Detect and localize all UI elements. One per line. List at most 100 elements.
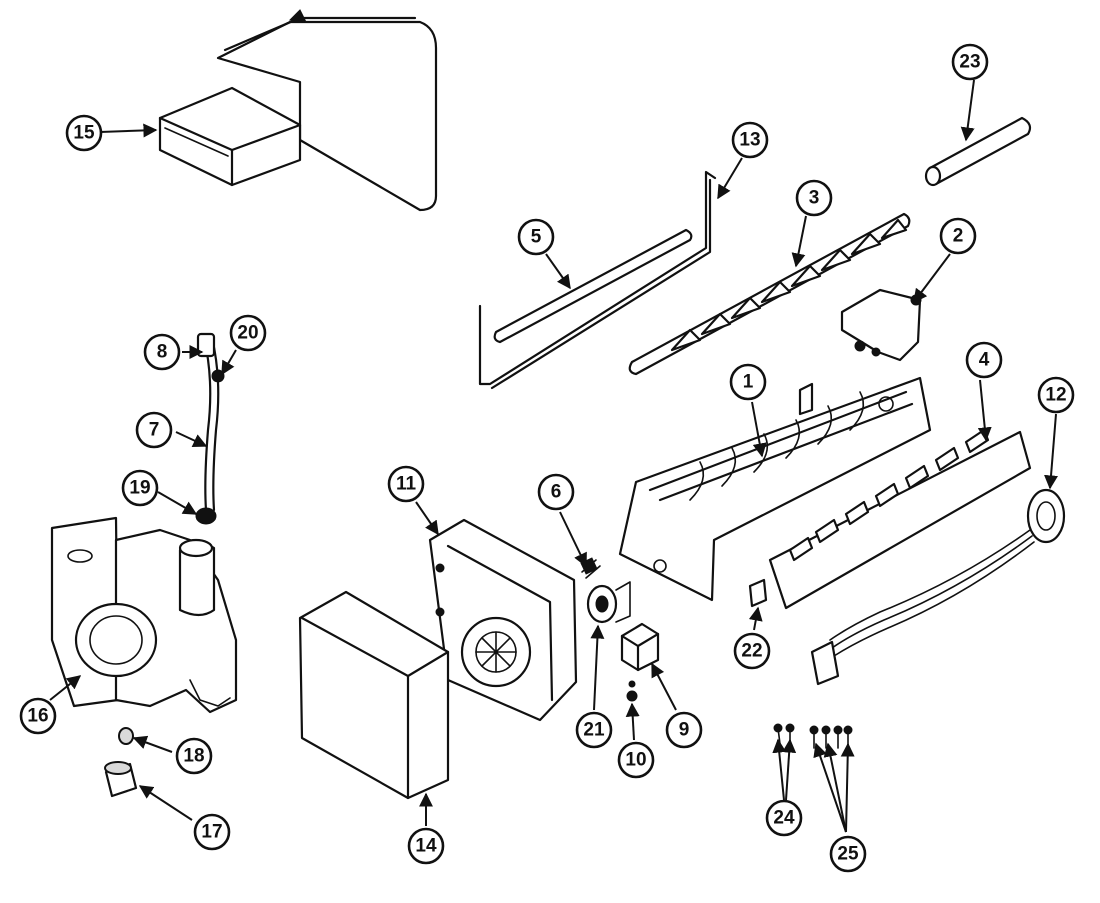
leader-13 [717,157,743,200]
callout-11-label: 11 [396,474,417,495]
part-3-ejector [628,212,911,376]
leader-6 [559,511,587,568]
leader-21 [590,624,605,711]
callout-7-label: 7 [149,420,160,441]
part-17-sleeve [104,761,138,798]
callout-15-label: 15 [73,123,95,144]
part-19-nut [195,507,217,525]
callout-17: 17 [193,813,231,851]
callout-10: 10 [617,741,655,779]
callout-18: 18 [175,737,213,775]
callout-1: 1 [729,363,767,401]
callout-3: 3 [795,179,833,217]
callout-6-label: 6 [551,482,562,503]
part-20-clamp [211,369,225,383]
callout-2: 2 [939,217,977,255]
leader-19 [157,491,198,515]
callout-17-label: 17 [201,822,222,843]
leader-16 [49,675,82,701]
callout-12-label: 12 [1045,385,1066,406]
leader-25b [823,742,847,833]
callout-14-label: 14 [415,836,437,857]
leader-20 [221,349,237,376]
part-18-nut [118,727,134,745]
callout-14: 14 [407,827,445,865]
callout-13-label: 13 [739,130,760,151]
leader-17 [138,785,193,821]
callout-25-label: 25 [837,844,859,865]
callout-18-label: 18 [183,746,204,767]
part-23-fill-tube [924,116,1032,187]
leader-4 [977,379,992,442]
callout-4: 4 [965,341,1003,379]
part-11-housing [428,518,578,722]
leader-9 [651,662,677,711]
leader-23 [960,79,975,142]
part-1-mold [618,376,932,602]
callout-23-label: 23 [959,52,980,73]
callout-1-label: 1 [743,372,754,393]
callout-6: 6 [537,473,575,511]
part-9-thermostat [620,622,660,672]
callout-21-label: 21 [583,720,605,741]
leader-24b [782,738,797,801]
leader-1 [751,401,767,458]
callout-12: 12 [1037,376,1075,414]
part-13-shutoff-arm [478,170,717,390]
callout-19-label: 19 [129,478,150,499]
part-4-stripper [768,428,1032,610]
part-12-wire-harness [810,488,1066,686]
part-22-clip [748,578,768,608]
part-16-water-valve [50,516,238,714]
part-25-screws [809,725,853,749]
callout-4-label: 4 [979,350,990,371]
leader-lines [49,79,1058,833]
part-10-screw [626,680,638,702]
callout-16: 16 [19,697,57,735]
callout-21: 21 [575,711,613,749]
callout-5-label: 5 [531,227,542,248]
leader-18 [132,735,173,753]
callout-5: 5 [517,218,555,256]
callout-13: 13 [731,121,769,159]
callout-23: 23 [951,43,989,81]
callout-22-label: 22 [741,641,762,662]
callout-10-label: 10 [625,750,646,771]
callout-20: 20 [229,314,267,352]
callout-9-label: 9 [679,720,690,741]
part-7-fill-tube [202,336,220,512]
callout-16-label: 16 [27,706,48,727]
callout-11: 11 [387,465,425,503]
leader-5 [545,253,571,290]
callout-8-label: 8 [157,342,168,363]
leader-7 [175,431,208,448]
part-15-ice-bin [158,9,438,212]
callout-2-label: 2 [953,226,964,247]
leader-25a [813,742,847,833]
callout-24: 24 [765,799,803,837]
part-24-screws [773,723,795,745]
callout-20-label: 20 [237,323,258,344]
callout-19: 19 [121,469,159,507]
leader-11 [415,501,439,536]
callout-9: 9 [665,711,703,749]
part-5-rod [493,228,693,344]
callout-22: 22 [733,632,771,670]
leader-2 [913,253,951,304]
part-2-bearing [840,288,922,362]
leader-24a [772,738,787,801]
callout-15: 15 [65,114,103,152]
leader-12 [1044,413,1058,490]
callout-7: 7 [135,411,173,449]
callout-25: 25 [829,835,867,873]
leader-22 [748,606,763,631]
leader-10 [625,702,640,741]
callout-3-label: 3 [809,188,820,209]
leader-3 [791,215,807,268]
leader-15 [99,123,158,138]
callout-8: 8 [143,333,181,371]
part-21-gear [586,581,631,624]
callout-24-label: 24 [773,808,795,829]
